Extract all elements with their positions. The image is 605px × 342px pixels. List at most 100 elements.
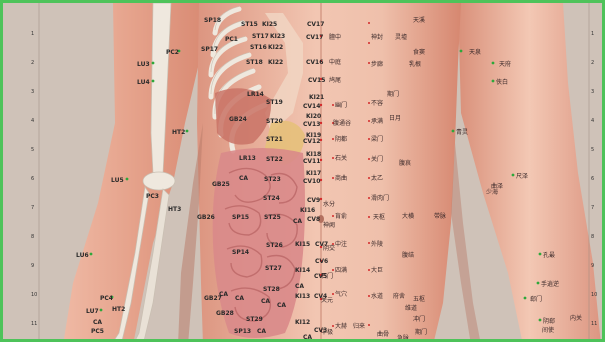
point-label-c18: 承满 — [371, 118, 383, 125]
point-label-c36: 神阙 — [323, 222, 335, 229]
ruler-tick: 3 — [31, 89, 34, 95]
point-label-c45: 手逍逆 — [541, 281, 559, 288]
point-label-c35: 带脉 — [434, 213, 446, 220]
point-label-c10: 天泉 — [469, 49, 481, 56]
ruler-tick: 5 — [31, 147, 34, 153]
elbow-bone — [143, 172, 175, 190]
point-label-st16: ST16 — [250, 44, 267, 51]
ruler-tick: 9 — [31, 263, 34, 269]
point-label-c14: 幽门 — [335, 102, 347, 109]
point-label-c54: 大赫 — [335, 323, 347, 330]
point-label-sp18: SP18 — [204, 17, 221, 24]
point-label-c43: 大巨 — [371, 267, 383, 274]
ruler-tick: 9 — [591, 263, 594, 269]
point-label-c19: 青灵 — [456, 129, 468, 136]
point-label-gb28: GB28 — [216, 310, 234, 317]
point-label-st27: ST27 — [265, 265, 282, 272]
point-label-cv17b: CV17 — [306, 34, 323, 41]
point-label-c6: 步廊 — [371, 61, 383, 68]
point-label-c37: 中注 — [335, 241, 347, 248]
point-label-ht3: HT3 — [168, 206, 181, 213]
point-label-pc4: PC4 — [100, 295, 113, 302]
point-label-c53: 冲门 — [413, 316, 425, 323]
point-label-ki13: KI13 — [295, 293, 310, 300]
point-label-cv13: CV13 — [303, 121, 320, 128]
point-label-c58: 阴郄 — [543, 318, 555, 325]
point-label-ca6: CA — [261, 298, 270, 305]
point-label-c21: 梁门 — [371, 136, 383, 143]
point-label-c12: 侠白 — [496, 79, 508, 86]
point-label-ca3: CA — [295, 283, 304, 290]
point-label-ki16: KI16 — [300, 207, 315, 214]
point-label-c46: 气穴 — [335, 291, 347, 298]
point-label-c22: 石关 — [335, 155, 347, 162]
point-label-ca7: CA — [277, 302, 286, 309]
point-label-st15: ST15 — [241, 21, 258, 28]
point-label-c20: 阴都 — [335, 136, 347, 143]
point-label-ki22: KI22 — [268, 44, 283, 51]
point-label-gb26: GB26 — [197, 214, 215, 221]
point-label-c52: 维道 — [405, 305, 417, 312]
point-label-ht2: HT2 — [172, 129, 185, 136]
point-label-ki18: KI18 — [306, 151, 321, 158]
point-label-ca4: CA — [219, 291, 228, 298]
point-label-ca8: CA — [93, 319, 102, 326]
point-label-c60: 间使 — [542, 327, 554, 334]
point-label-c40: 孔最 — [543, 252, 555, 259]
point-label-c33: 天枢 — [373, 214, 385, 221]
point-label-c28: 少海 — [486, 189, 498, 196]
point-label-c55: 归来 — [353, 323, 365, 330]
point-label-c13: 期门 — [387, 91, 399, 98]
point-label-c2: 神封 — [371, 34, 383, 41]
ruler-tick: 8 — [31, 234, 34, 240]
point-label-cv9: CV9 — [307, 197, 320, 204]
point-label-cv10: CV10 — [303, 178, 320, 185]
point-label-c15: 不容 — [371, 100, 383, 107]
point-label-sp14: SP14 — [232, 249, 249, 256]
point-label-c29: 曲泽 — [491, 183, 503, 190]
point-label-lu6: LU6 — [76, 252, 89, 259]
point-label-ki23: KI23 — [270, 33, 285, 40]
point-label-c9: 鸠尾 — [329, 77, 341, 84]
point-label-sp17: SP17 — [201, 46, 218, 53]
point-label-ki12: KI12 — [295, 319, 310, 326]
point-label-c3: 灵墟 — [395, 34, 407, 41]
ruler-tick: 2 — [591, 60, 594, 66]
ruler-tick: 11 — [591, 321, 597, 327]
ruler-tick: 11 — [31, 321, 37, 327]
point-label-ca10: CA — [303, 334, 312, 341]
point-label-cv6: CV6 — [315, 258, 328, 265]
point-label-c1: 膻中 — [329, 34, 341, 41]
point-label-c25: 商曲 — [335, 175, 347, 182]
point-label-st24: ST24 — [263, 195, 280, 202]
point-label-st28: ST28 — [263, 286, 280, 293]
point-label-c31: 水分 — [323, 201, 335, 208]
point-label-ht2b: HT2 — [112, 306, 125, 313]
point-label-c30: 滑肉门 — [371, 195, 389, 202]
ruler-tick: 10 — [31, 292, 37, 298]
point-label-c61: 期门 — [415, 329, 427, 336]
point-label-c50: 五枢 — [413, 296, 425, 303]
point-label-c8: 中庭 — [329, 59, 341, 66]
point-label-cv17: CV17 — [307, 21, 324, 28]
point-label-st25: ST25 — [264, 214, 281, 221]
point-label-c34: 大横 — [402, 213, 414, 220]
point-label-st23: ST23 — [264, 176, 281, 183]
point-label-st26: ST26 — [266, 242, 283, 249]
point-label-cv12: CV12 — [303, 138, 320, 145]
ruler-tick: 3 — [591, 89, 594, 95]
ruler-tick: 7 — [31, 205, 34, 211]
point-label-c51: 郄门 — [530, 296, 542, 303]
point-label-pc2: PC2 — [166, 49, 179, 56]
point-label-sp15: SP15 — [232, 214, 249, 221]
point-label-lu3: LU3 — [137, 61, 150, 68]
point-label-c56: 中极 — [321, 329, 333, 336]
point-label-st20: ST20 — [266, 118, 283, 125]
point-label-c32: 肓俞 — [335, 213, 347, 220]
ruler-tick: 8 — [591, 234, 594, 240]
ruler-tick: 5 — [591, 147, 594, 153]
ruler-tick: 1 — [31, 31, 34, 37]
point-label-c41: 腹结 — [402, 252, 414, 259]
point-label-c47: 水道 — [371, 293, 383, 300]
point-label-ki25: KI25 — [262, 21, 277, 28]
